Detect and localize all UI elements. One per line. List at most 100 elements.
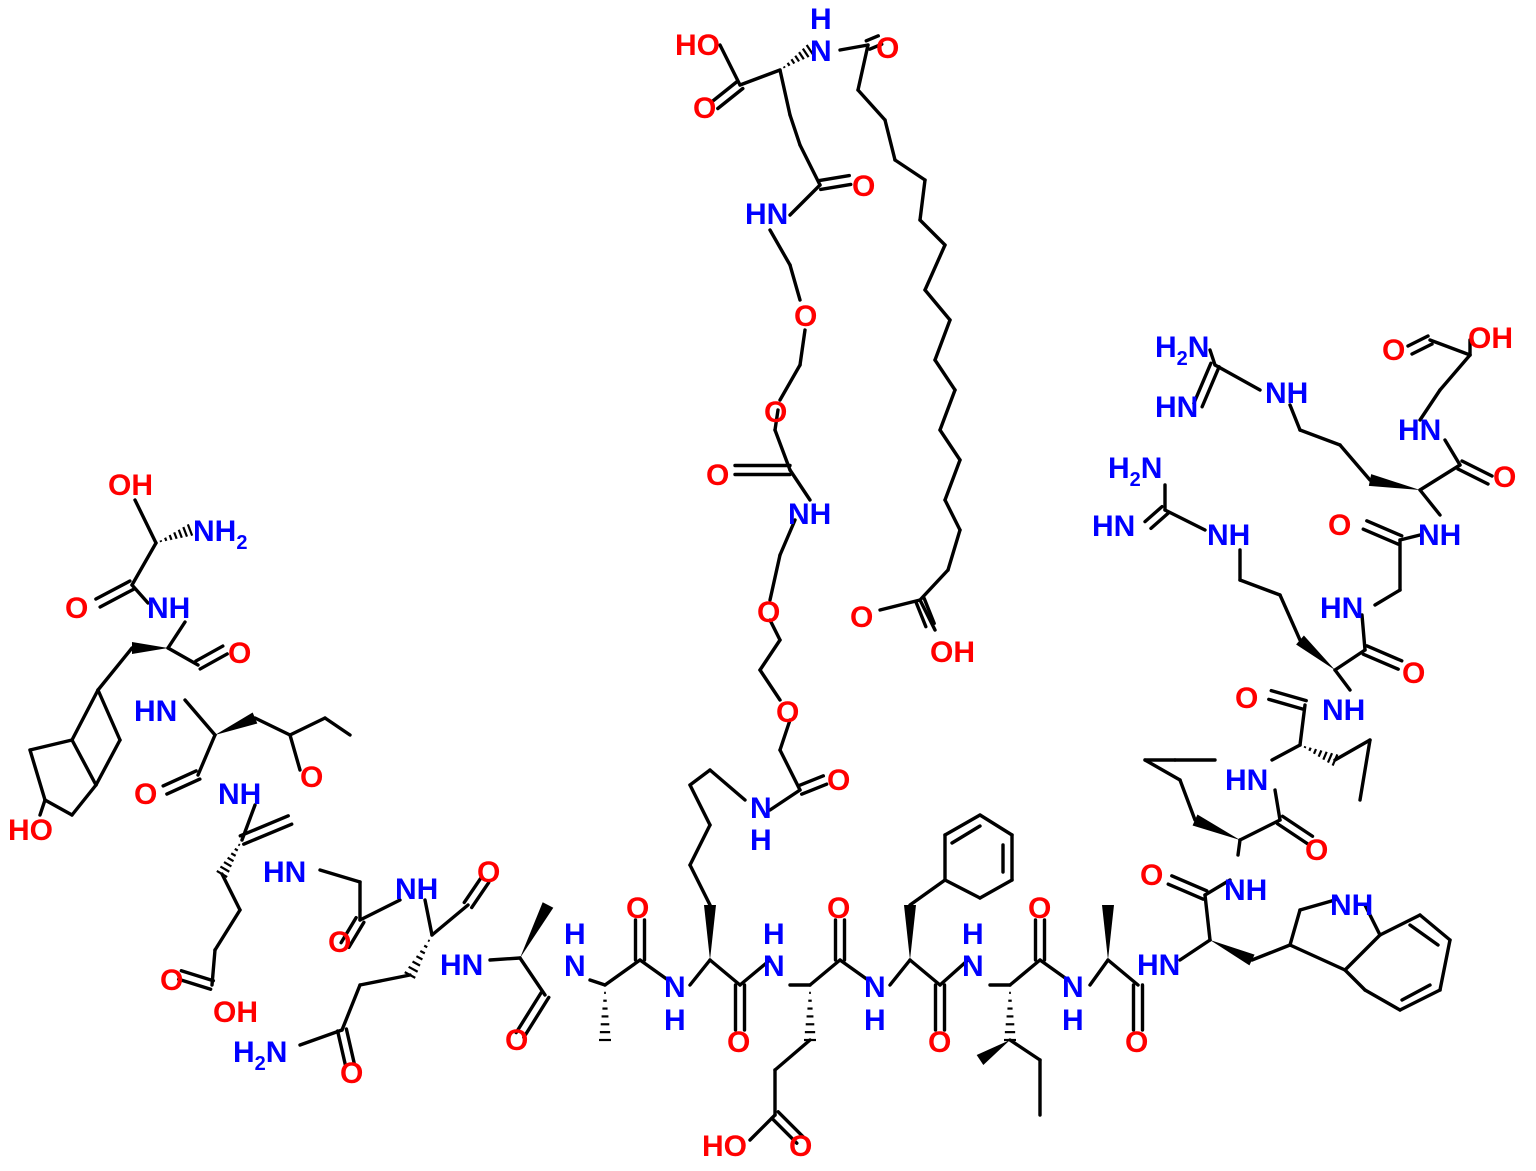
single-bond bbox=[710, 79, 739, 104]
single-bond bbox=[70, 783, 98, 817]
single-bond bbox=[788, 468, 812, 502]
single-bond bbox=[1365, 519, 1404, 538]
single-bond bbox=[1398, 988, 1442, 1012]
single-bond bbox=[1192, 361, 1213, 405]
single-bond bbox=[1418, 463, 1462, 492]
hashed-bond bbox=[219, 865, 230, 873]
single-bond bbox=[1361, 652, 1400, 671]
single-bond bbox=[817, 173, 851, 183]
single-bond bbox=[28, 748, 47, 802]
single-bond bbox=[213, 908, 242, 952]
hashed-bond bbox=[427, 939, 431, 943]
single-bond bbox=[950, 824, 982, 845]
single-bond bbox=[638, 958, 670, 982]
atom-label: O bbox=[228, 637, 251, 670]
atom-label: HN bbox=[1225, 764, 1268, 797]
atom-label: H bbox=[564, 918, 586, 951]
hashed-bond bbox=[186, 524, 194, 536]
single-bond bbox=[43, 798, 74, 817]
hashed-bond bbox=[182, 526, 189, 538]
hashed-bond bbox=[159, 539, 163, 543]
single-bond bbox=[943, 498, 962, 532]
single-bond bbox=[1428, 338, 1472, 357]
atom-label: H bbox=[763, 918, 785, 951]
single-bond bbox=[96, 646, 134, 692]
single-bond bbox=[943, 878, 982, 900]
hashed-bond bbox=[168, 534, 173, 541]
single-bond bbox=[738, 958, 772, 987]
single-bond bbox=[1406, 334, 1430, 348]
single-bond bbox=[922, 596, 936, 626]
single-bond bbox=[1456, 467, 1490, 486]
single-bond bbox=[1208, 348, 1217, 367]
atom-label: H bbox=[962, 918, 984, 951]
bond-layer bbox=[28, 34, 1494, 1145]
single-bond bbox=[96, 688, 122, 742]
atom-label: HN bbox=[134, 695, 177, 728]
atom-label: OH bbox=[213, 996, 258, 1029]
single-bond bbox=[339, 915, 358, 945]
single-bond bbox=[130, 541, 158, 587]
atom-label: O bbox=[789, 1130, 812, 1163]
atom-label: H bbox=[864, 1004, 886, 1037]
single-bond bbox=[918, 178, 927, 222]
single-bond bbox=[768, 553, 782, 602]
single-bond bbox=[1178, 778, 1197, 822]
single-bond bbox=[1200, 365, 1221, 409]
single-bond bbox=[1360, 613, 1367, 652]
atom-label: O bbox=[626, 892, 649, 925]
single-bond bbox=[768, 788, 802, 812]
single-bond bbox=[868, 42, 884, 51]
atom-label: NH bbox=[1224, 874, 1267, 907]
atom-label: N bbox=[810, 35, 832, 68]
single-bond bbox=[179, 969, 216, 983]
wedge-bond bbox=[1192, 814, 1240, 840]
single-bond bbox=[878, 598, 922, 612]
atom-label: HN bbox=[1398, 414, 1441, 447]
atom-label: O bbox=[727, 1026, 750, 1059]
single-bond bbox=[38, 798, 47, 817]
single-bond bbox=[798, 328, 807, 367]
single-bond bbox=[1106, 958, 1140, 987]
single-bond bbox=[688, 768, 712, 787]
atom-label: O bbox=[852, 170, 875, 203]
atom-label: O bbox=[160, 964, 183, 997]
single-bond bbox=[708, 768, 747, 802]
single-bond bbox=[238, 814, 290, 838]
single-bond bbox=[838, 958, 870, 982]
atom-label: O bbox=[1028, 892, 1051, 925]
single-bond bbox=[778, 68, 792, 117]
single-bond bbox=[340, 983, 362, 1032]
atom-label: HN bbox=[440, 949, 483, 982]
atom-label: NH bbox=[1207, 519, 1250, 552]
atom-label: H2N bbox=[233, 1036, 287, 1075]
single-bond bbox=[1361, 527, 1400, 546]
single-bond bbox=[688, 863, 712, 907]
single-bond bbox=[1280, 814, 1315, 838]
single-bond bbox=[1273, 788, 1282, 822]
hashed-bond bbox=[1326, 752, 1334, 764]
single-bond bbox=[1278, 593, 1302, 642]
single-bond bbox=[1270, 743, 1302, 762]
single-bond bbox=[799, 782, 829, 796]
single-bond bbox=[1343, 968, 1367, 992]
single-bond bbox=[748, 1113, 777, 1142]
single-bond bbox=[1438, 938, 1452, 992]
single-bond bbox=[778, 718, 792, 752]
single-bond bbox=[1410, 342, 1434, 356]
atom-label: O bbox=[1382, 334, 1405, 367]
atom-label: O bbox=[850, 601, 873, 634]
single-bond bbox=[1250, 943, 1292, 962]
single-bond bbox=[688, 823, 712, 867]
single-bond bbox=[788, 183, 822, 217]
single-bond bbox=[335, 1029, 348, 1068]
atom-label: O bbox=[1305, 834, 1328, 867]
atom-label: H bbox=[810, 3, 832, 36]
atom-label: H bbox=[664, 1004, 686, 1037]
single-bond bbox=[1166, 882, 1205, 901]
single-bond bbox=[1088, 958, 1110, 987]
single-bond bbox=[864, 34, 880, 43]
single-bond bbox=[1288, 403, 1302, 432]
atom-label: O bbox=[134, 778, 157, 811]
